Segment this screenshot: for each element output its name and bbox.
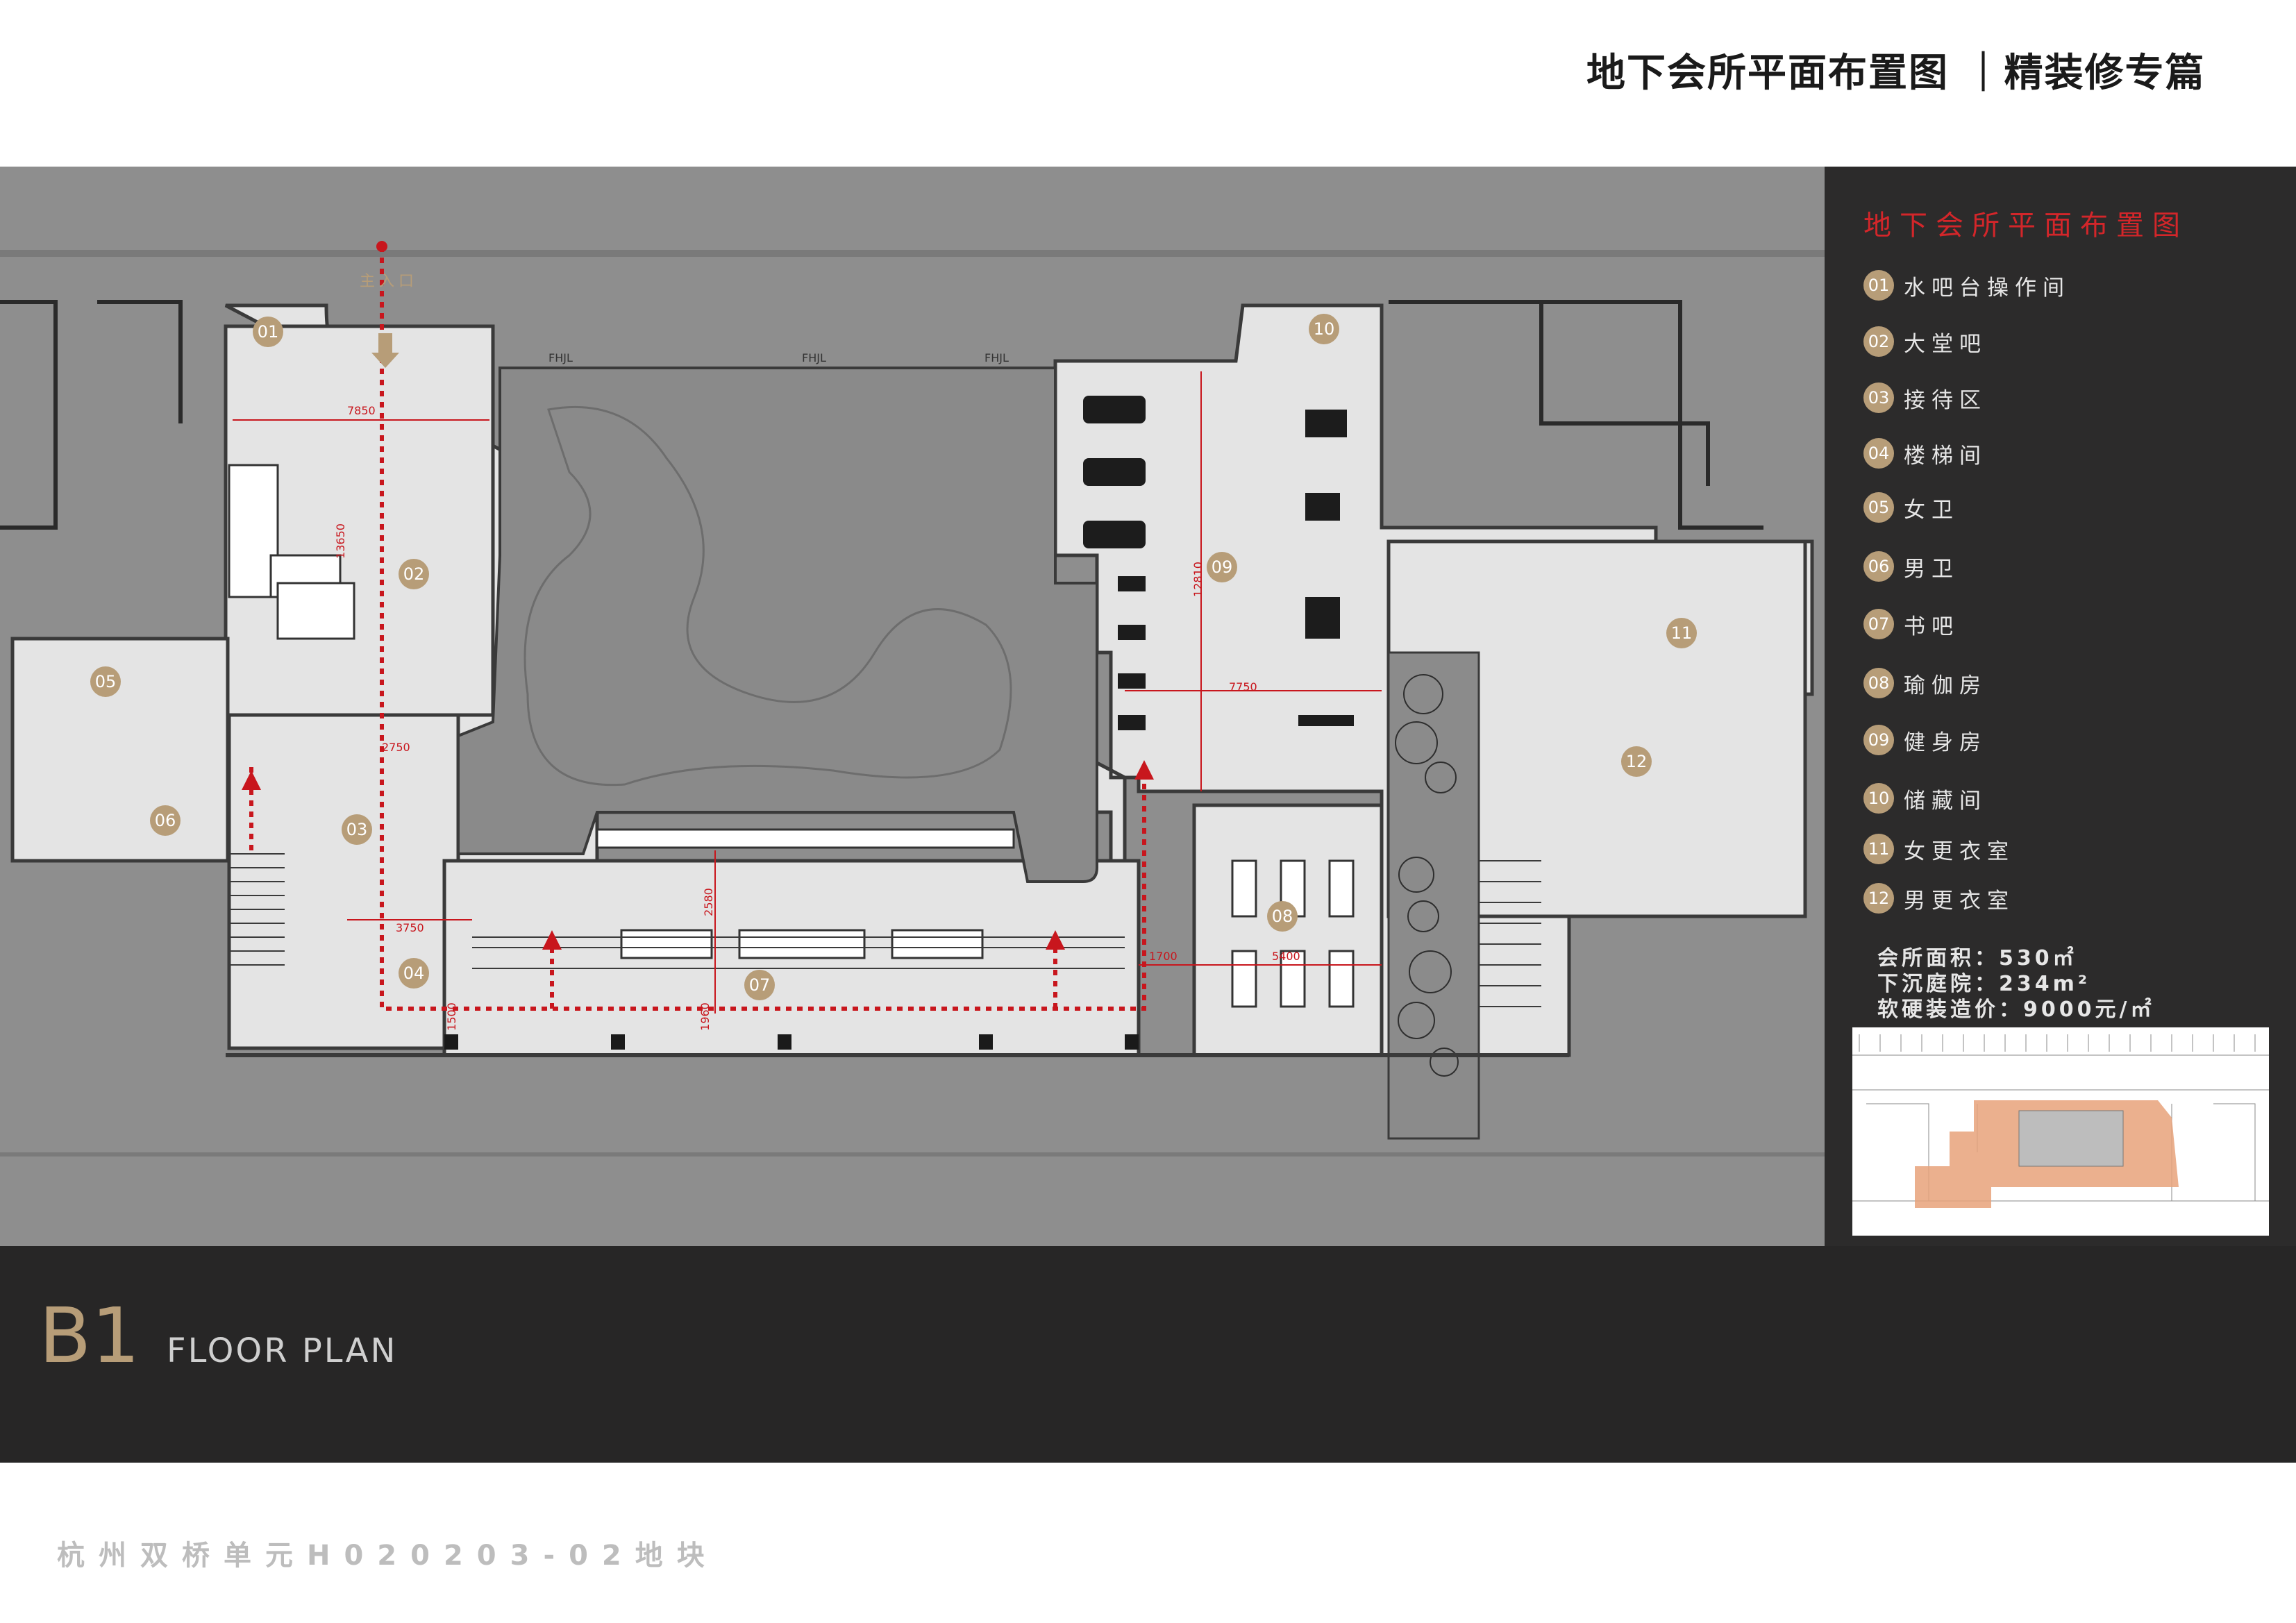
legend-label: 储藏间 [1904,788,1987,814]
legend-item: 04 楼梯间 [1863,437,1987,469]
legend-label: 女更衣室 [1904,839,2015,864]
legend-label: 男更衣室 [1904,888,2015,914]
legend-label: 书吧 [1904,614,1959,639]
floor-plan-drawing [0,241,1825,1157]
legend-number: 07 [1863,609,1894,639]
legend-number: 08 [1863,668,1894,698]
legend-number: 11 [1863,834,1894,864]
legend-number: 01 [1863,270,1894,301]
wall-tag: FHJL [548,351,573,364]
legend-label: 男卫 [1904,556,1959,582]
legend-number: 09 [1863,725,1894,755]
legend-item: 06 男卫 [1863,550,1959,582]
legend-label: 瑜伽房 [1904,673,1987,698]
legend-label: 健身房 [1904,730,1987,755]
room-badge-05: 05 [90,666,121,697]
dimension-label: 5400 [1272,950,1300,963]
dimension-label: 13650 [333,523,347,559]
legend-label: 楼梯间 [1904,443,1987,469]
legend-number: 12 [1863,883,1894,914]
legend-item: 03 接待区 [1863,382,1987,414]
legend-item: 10 储藏间 [1863,782,1987,814]
stat-cost: 软硬装造价：9000元/㎡ [1877,998,2155,1022]
legend-item: 01 水吧台操作间 [1863,269,2070,301]
page-title: 地下会所平面布置图 ｜精装修专篇 [1586,51,2206,96]
stat-clubhouse-area: 会所面积：530㎡ [1877,946,2077,970]
dimension-label: 1500 [444,1002,458,1031]
key-plan-thumbnail [1852,1027,2269,1236]
room-badge-09: 09 [1207,552,1237,582]
floor-level: B1 [39,1291,140,1380]
legend-number: 05 [1863,492,1894,523]
wall-tag: FHJL [802,351,826,364]
entrance-label: 主入口 [360,273,419,290]
room-badge-04: 04 [399,958,429,989]
legend-label: 接待区 [1904,387,1987,413]
legend-label: 大堂吧 [1904,331,1987,357]
dimension-label: 7750 [1229,680,1257,693]
room-badge-03: 03 [342,814,372,845]
dimension-label: 3750 [396,921,424,934]
legend-label: 水吧台操作间 [1904,275,2070,301]
legend-number: 02 [1863,326,1894,357]
legend-item: 05 女卫 [1863,491,1959,523]
legend-item: 07 书吧 [1863,608,1959,640]
dimension-label: 2750 [382,741,410,754]
bottom-band [0,1246,2296,1463]
legend-number: 03 [1863,382,1894,413]
stat-courtyard-area: 下沉庭院：234m² [1877,972,2091,996]
room-badge-12: 12 [1621,746,1652,777]
legend-item: 02 大堂吧 [1863,326,1987,358]
legend-item: 08 瑜伽房 [1863,667,1987,699]
legend-number: 04 [1863,438,1894,469]
legend-number: 10 [1863,783,1894,814]
dimension-label: 7850 [347,404,376,417]
wall-tag: FHJL [984,351,1009,364]
dimension-label: 12810 [1191,562,1205,597]
dimension-label: 1960 [698,1002,712,1031]
room-badge-10: 10 [1309,314,1339,344]
legend-item: 11 女更衣室 [1863,833,2015,865]
dimension-label: 2580 [701,888,715,916]
project-footer: 杭州双桥单元H020203-02地块 [57,1540,719,1572]
room-badge-07: 07 [744,970,775,1000]
dimension-label: 1700 [1149,950,1178,963]
legend-title: 地下会所平面布置图 [1863,210,2188,242]
room-badge-06: 06 [150,805,181,836]
room-badge-02: 02 [399,559,429,589]
room-badge-08: 08 [1267,901,1298,932]
legend-item: 09 健身房 [1863,724,1987,756]
legend-number: 06 [1863,551,1894,582]
legend-label: 女卫 [1904,497,1959,523]
room-badge-11: 11 [1666,618,1697,648]
floor-plan-label: FLOOR PLAN [167,1331,398,1370]
room-badge-01: 01 [253,317,283,347]
legend-item: 12 男更衣室 [1863,882,2015,914]
